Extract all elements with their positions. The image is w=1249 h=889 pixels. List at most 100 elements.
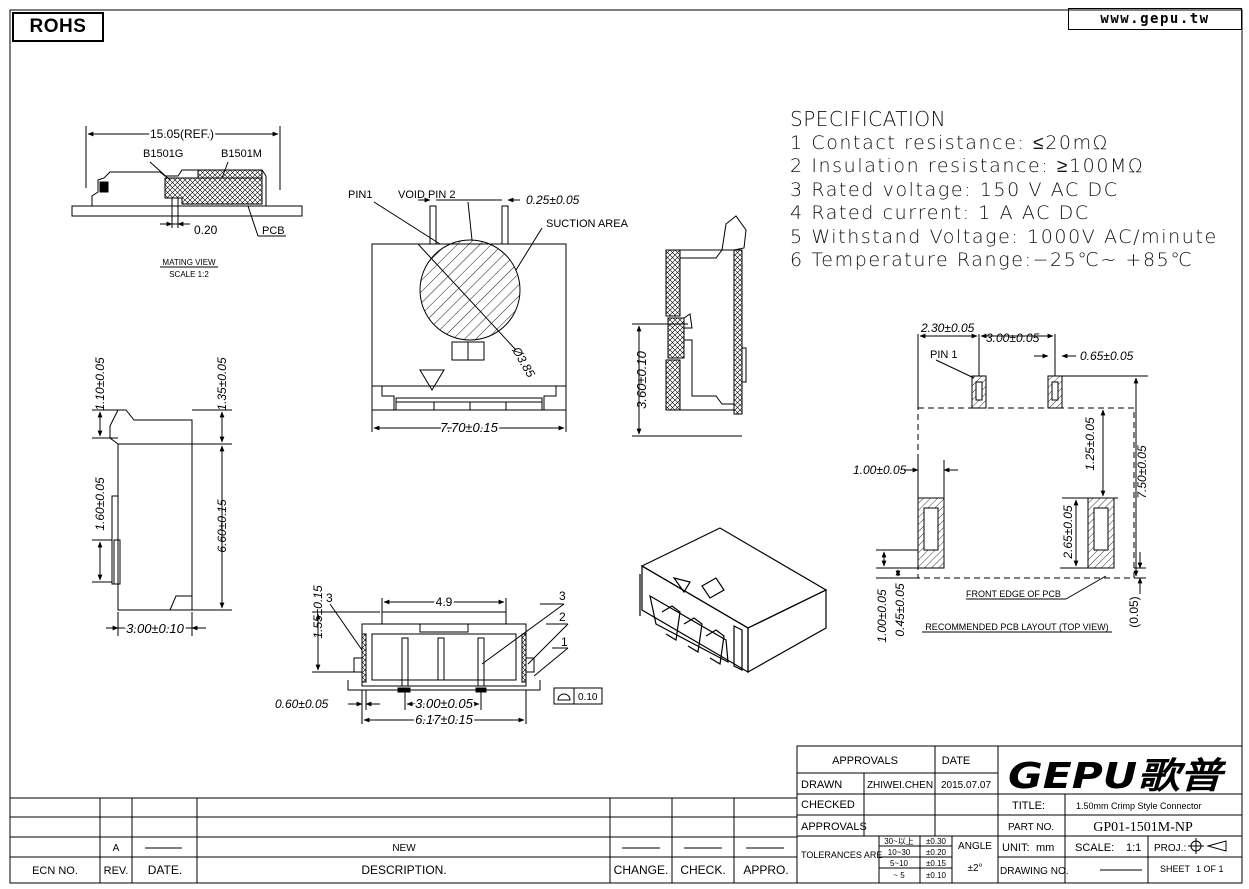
tb-date-head: DATE	[942, 755, 971, 767]
bottom-d155: 1.55±0.15	[311, 585, 325, 639]
header-check: CHECK.	[680, 863, 725, 877]
tb-title-value: 1.50mm Crimp Style Connector	[1076, 801, 1202, 811]
title-block	[796, 745, 1243, 884]
pcb-d005: (0.05)	[1127, 596, 1141, 627]
tol-range-3: ~ 5	[893, 871, 905, 880]
side-d300: 3.00±0.10	[126, 621, 185, 636]
mating-dim-020: 0.20	[194, 223, 218, 237]
spec-item-withstand-voltage: 5 Withstand Voltage: 1000V AC/minute	[790, 225, 1218, 248]
side-d135: 1.35±0.05	[215, 357, 229, 411]
tb-unit-label: UNIT:	[1002, 842, 1030, 854]
bottom-callout-1: 1	[561, 635, 568, 649]
tb-proj-label: PROJ.:	[1154, 843, 1186, 854]
bottom-flatness: 0.10	[578, 692, 598, 703]
tb-approvals-label: APPROVALS	[801, 821, 867, 833]
pcb-layout	[876, 333, 1148, 633]
tb-sheet-label: SHEET	[1160, 864, 1191, 874]
pcb-d100v: 1.00±0.05	[875, 589, 889, 643]
revision-rev-value: A	[113, 843, 120, 854]
header-ecn: ECN NO.	[32, 865, 78, 877]
spec-item-rated-current: 4 Rated current: 1 A AC DC	[790, 202, 1090, 224]
tb-checked-label: CHECKED	[801, 799, 855, 811]
pcb-pin1: PIN 1	[930, 349, 958, 361]
pcb-d230: 2.30±0.05	[920, 321, 975, 335]
pcb-title: RECOMMENDED PCB LAYOUT (TOP VIEW)	[925, 622, 1108, 632]
bottom-d617: 6.17±0.15	[415, 712, 474, 727]
bottom-view	[312, 598, 603, 724]
revision-desc-value: NEW	[392, 843, 416, 854]
bottom-callout-3a: 3	[326, 591, 333, 605]
rohs-badge: ROHS	[12, 12, 104, 42]
tb-angle-label: ANGLE	[958, 841, 992, 852]
bottom-callout-2: 2	[559, 610, 566, 624]
tb-part-value: GP01-1501M-NP	[1093, 820, 1193, 835]
revision-table	[10, 797, 797, 883]
tb-scale-value: 1:1	[1126, 842, 1141, 854]
pcb-d045: 0.45±0.05	[893, 583, 907, 637]
header-rev: REV.	[104, 865, 129, 877]
side-d160: 1.60±0.05	[93, 477, 107, 531]
tol-value-0: ±0.30	[926, 837, 947, 846]
tb-angle-value: ±2°	[967, 863, 982, 874]
section-height: 3.60±0.10	[634, 350, 649, 409]
specification-block: SPECIFICATION 1 Contact resistance: ≤20m…	[790, 107, 1218, 273]
front-width: 7.70±0.15	[440, 420, 499, 435]
pcb-d300: 3.00±0.05	[986, 331, 1040, 345]
pcb-d265: 2.65±0.05	[1061, 505, 1075, 560]
front-view	[371, 197, 567, 432]
pcb-front-edge: FRONT EDGE OF PCB	[966, 589, 1061, 599]
mating-scale: SCALE 1:2	[169, 270, 209, 279]
side-d660: 6.60±0.15	[215, 499, 229, 553]
tb-drawn-by: ZHIWEI.CHEN	[867, 780, 933, 791]
spec-heading: SPECIFICATION	[790, 107, 947, 131]
bottom-d49: 4.9	[436, 595, 453, 609]
tb-sheet-value: 1 OF 1	[1196, 864, 1224, 874]
spec-item-temperature-range: 6 Temperature Range:−25℃~ +85℃	[790, 249, 1194, 271]
tol-value-3: ±0.10	[926, 871, 947, 880]
mating-title: MATING VIEW	[162, 258, 216, 267]
gepu-logo: GEPU歌普	[1008, 756, 1227, 797]
tb-drawn-date: 2015.07.07	[941, 780, 991, 791]
section-view	[632, 215, 747, 437]
tb-title-label: TITLE:	[1012, 800, 1045, 812]
spec-item-contact-resistance: 1 Contact resistance: ≤20mΩ	[790, 131, 1109, 154]
header-description: DESCRIPTION.	[361, 863, 446, 877]
tb-part-label: PART NO.	[1008, 822, 1054, 833]
isometric-view	[639, 527, 828, 674]
bottom-d300: 3.00±0.05	[415, 696, 474, 711]
tb-unit-value: mm	[1036, 842, 1054, 854]
tol-range-1: 10~30	[888, 848, 911, 857]
mating-view	[71, 126, 303, 268]
front-pin1: PIN1	[348, 189, 372, 201]
pcb-d750: 7.50±0.05	[1135, 445, 1149, 499]
side-d110: 1.10±0.05	[93, 357, 107, 411]
tb-tolerances-label: TOLERANCES ARE	[801, 850, 882, 860]
spec-item-insulation-resistance: 2 Insulation resistance: ≥100MΩ	[790, 155, 1145, 177]
front-suction: SUCTION AREA	[546, 218, 629, 230]
bottom-d060: 0.60±0.05	[275, 697, 329, 711]
header-appro: APPRO.	[743, 863, 788, 877]
mating-pcb: PCB	[262, 225, 285, 237]
tb-drawing-label: DRAWING NO.	[1000, 866, 1069, 877]
header-change: CHANGE.	[614, 863, 669, 877]
mating-part-g: B1501G	[143, 148, 183, 160]
tol-range-0: 30~以上	[884, 837, 914, 846]
sheet-border	[9, 9, 1243, 884]
spec-item-rated-voltage: 3 Rated voltage: 150 V AC DC	[790, 178, 1119, 201]
bottom-callout-3b: 3	[559, 589, 566, 603]
side-view	[92, 409, 232, 636]
tb-drawn-label: DRAWN	[801, 779, 842, 791]
pcb-d125: 1.25±0.05	[1083, 417, 1097, 471]
front-diameter: Ø3.85	[509, 344, 538, 380]
front-void-pin: VOID PIN 2	[398, 189, 455, 201]
front-pin-width: 0.25±0.05	[526, 193, 580, 207]
tol-value-1: ±0.20	[926, 848, 947, 857]
pcb-d100: 1.00±0.05	[853, 463, 907, 477]
mating-ref-dim: 15.05(REF.)	[150, 127, 214, 141]
tol-range-2: 5~10	[890, 859, 909, 868]
mating-part-m: B1501M	[221, 148, 262, 160]
tb-scale-label: SCALE:	[1075, 842, 1114, 854]
website-label: www.gepu.tw	[1068, 8, 1242, 30]
